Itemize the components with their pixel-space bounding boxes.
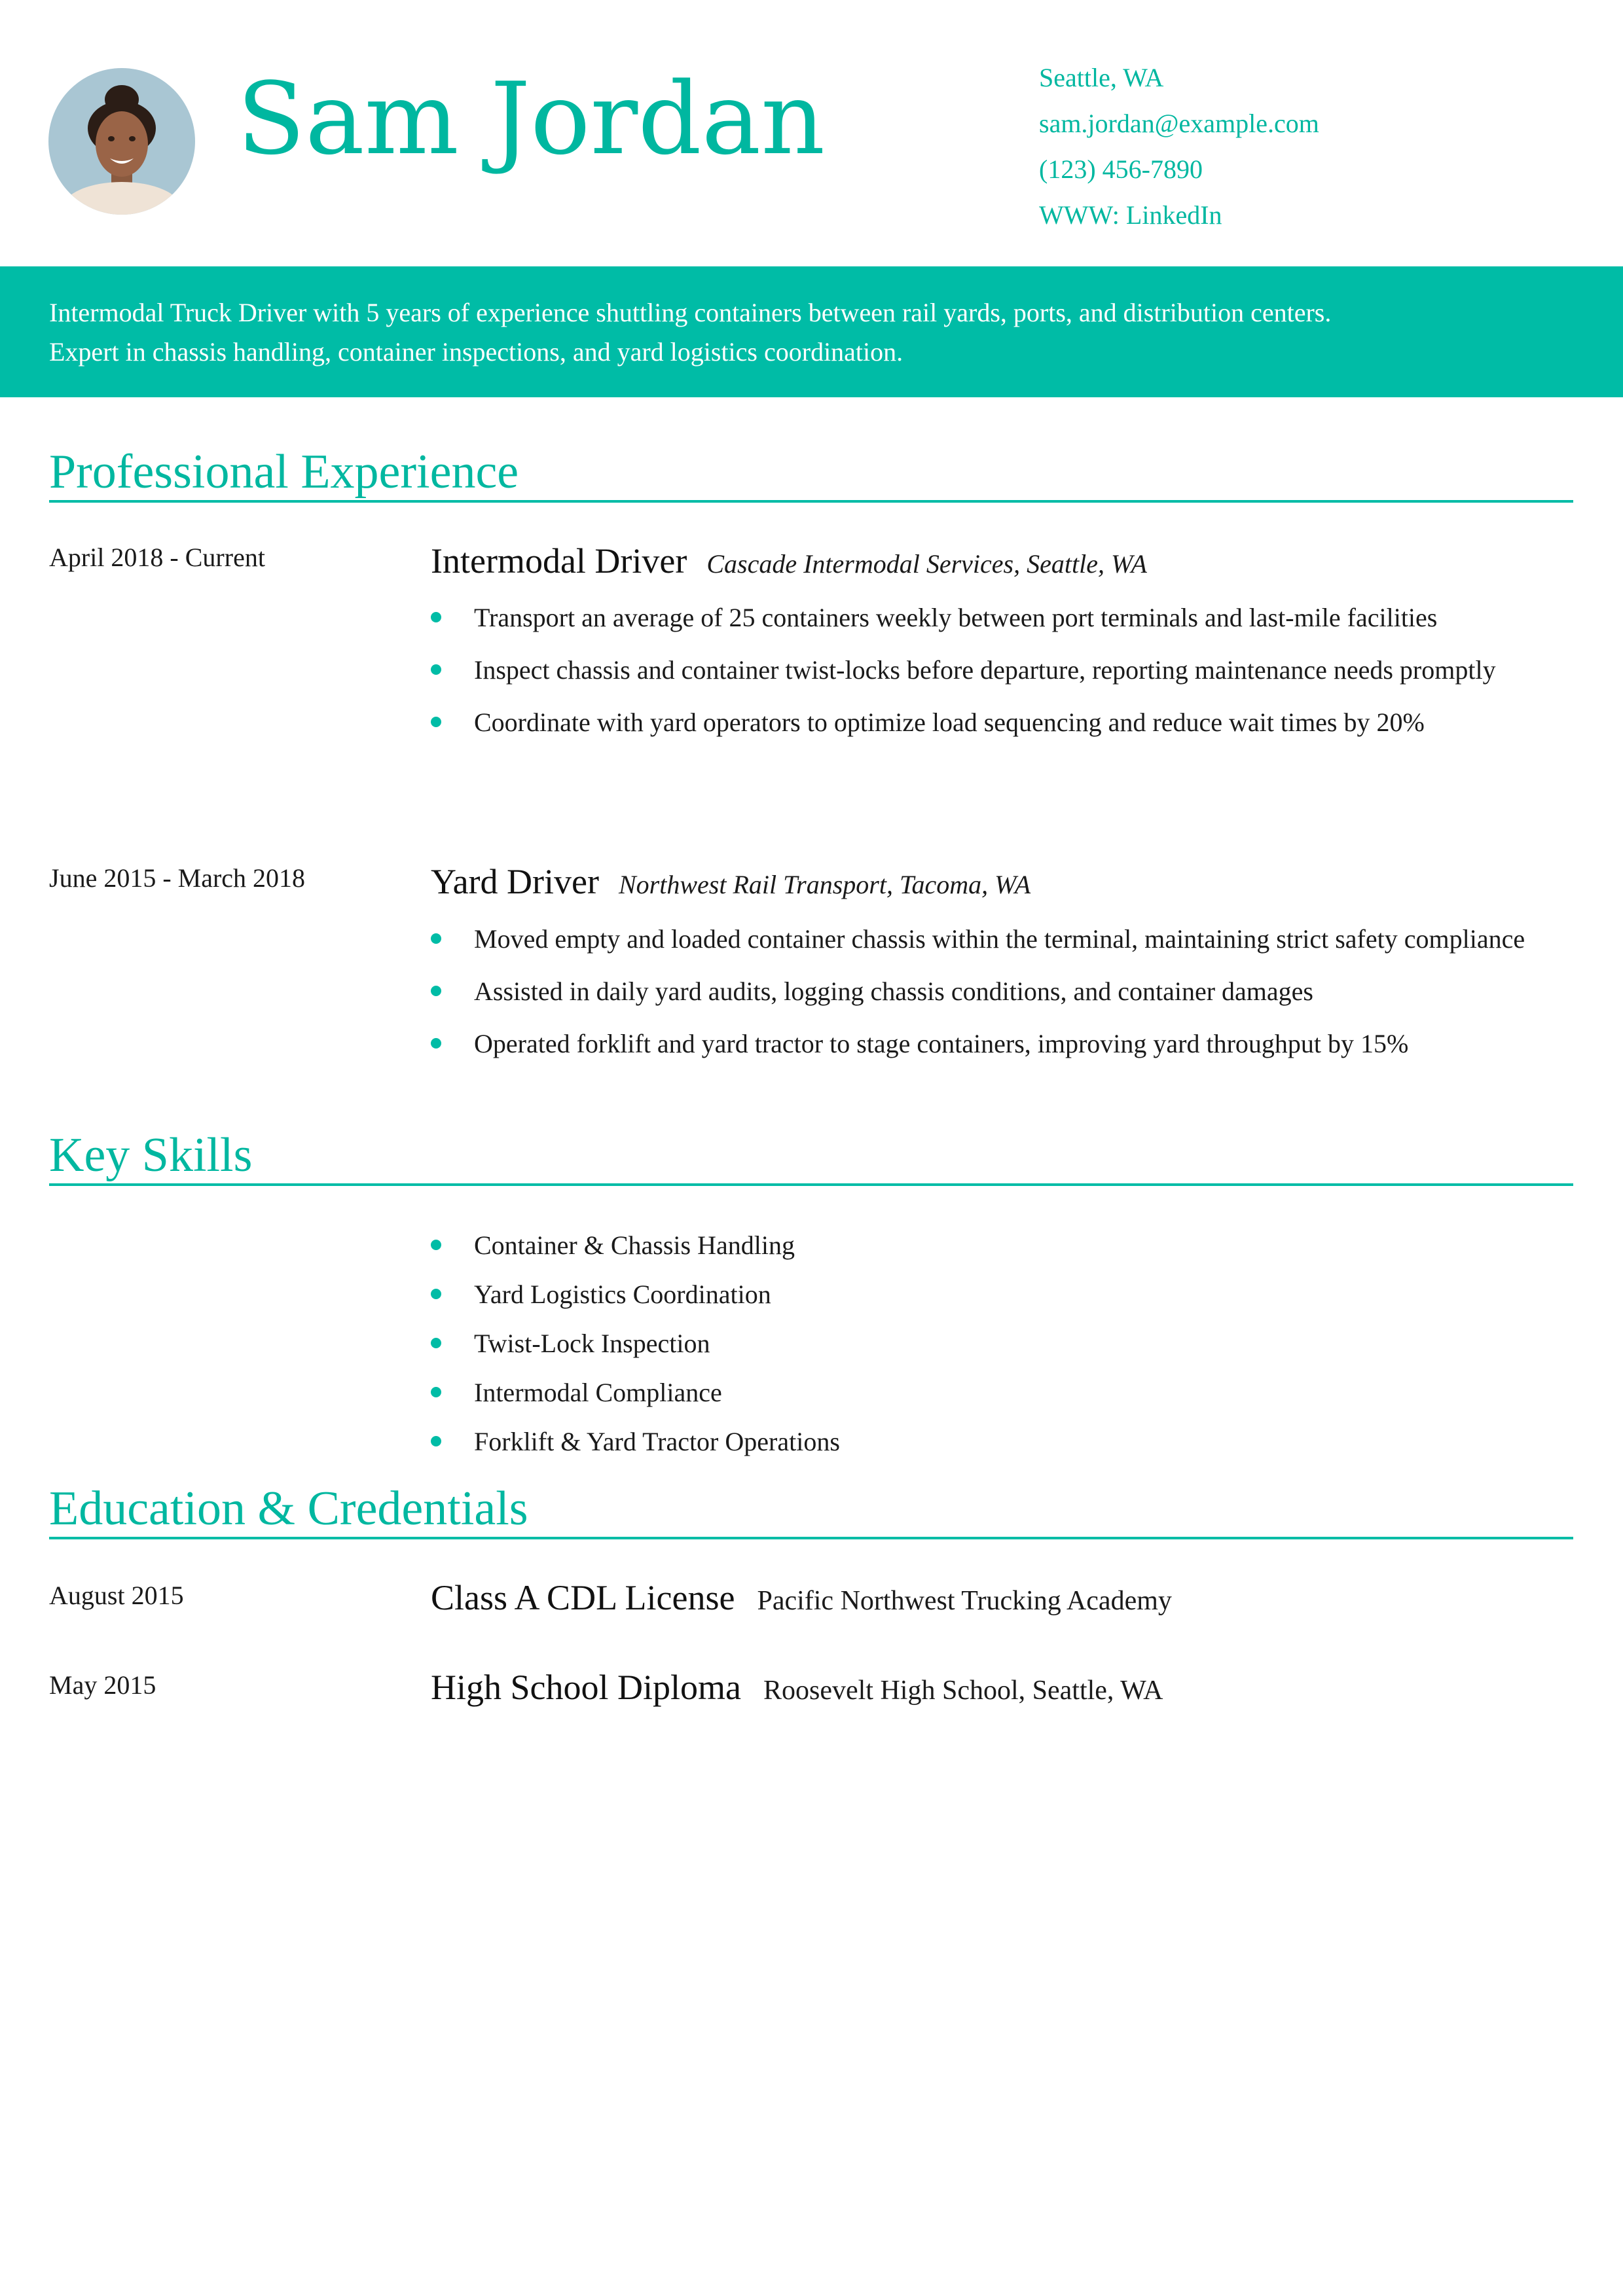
contact-info: Seattle, WA sam.jordan@example.com (123)… [1039,55,1319,238]
profile-photo [48,68,195,215]
list-item: Moved empty and loaded container chassis… [431,920,1577,958]
credential-school: Roosevelt High School, Seattle, WA [763,1676,1163,1706]
skill-item: Yard Logistics Coordination [431,1270,840,1319]
bullet-dot-icon [431,612,441,622]
list-item: Assisted in daily yard audits, logging c… [431,973,1577,1011]
bullet-dot-icon [431,1289,441,1299]
bullet-dot-icon [431,1038,441,1049]
section-divider [49,500,1573,503]
education-entry: High School Diploma Roosevelt High School… [431,1670,1163,1705]
skill-text: Yard Logistics Coordination [474,1280,771,1309]
skill-item: Intermodal Compliance [431,1368,840,1417]
contact-linkedin[interactable]: WWW: LinkedIn [1039,200,1222,230]
job-bullets: Moved empty and loaded container chassis… [431,920,1577,1063]
bullet-text: Assisted in daily yard audits, logging c… [474,977,1313,1006]
section-title-experience: Professional Experience [49,445,519,499]
education-date: August 2015 [49,1581,184,1610]
skill-item: Forklift & Yard Tractor Operations [431,1417,840,1466]
list-item: Coordinate with yard operators to optimi… [431,704,1577,742]
candidate-name: Sam Jordan [237,61,826,177]
list-item: Inspect chassis and container twist-lock… [431,651,1577,689]
job-dates: June 2015 - March 2018 [49,863,306,893]
bullet-dot-icon [431,986,441,996]
skill-text: Container & Chassis Handling [474,1230,795,1260]
bullet-dot-icon [431,933,441,944]
list-item: Transport an average of 25 containers we… [431,599,1577,637]
skill-item: Container & Chassis Handling [431,1221,840,1270]
contact-phone[interactable]: (123) 456-7890 [1039,154,1203,184]
summary-band [0,266,1623,397]
bullet-text: Operated forklift and yard tractor to st… [474,1029,1409,1058]
list-item: Operated forklift and yard tractor to st… [431,1025,1577,1063]
skill-item: Twist-Lock Inspection [431,1319,840,1368]
bullet-text: Transport an average of 25 containers we… [474,603,1438,632]
bullet-dot-icon [431,1436,441,1446]
bullet-dot-icon [431,664,441,675]
section-title-education: Education & Credentials [49,1482,528,1535]
bullet-dot-icon [431,1387,441,1397]
section-divider [49,1537,1573,1539]
bullet-text: Inspect chassis and container twist-lock… [474,655,1496,685]
skills-list: Container & Chassis Handling Yard Logist… [431,1221,840,1466]
skill-text: Intermodal Compliance [474,1378,722,1407]
avatar-portrait-icon [48,68,195,215]
summary-line-2: Expert in chassis handling, container in… [49,337,903,367]
section-divider [49,1183,1573,1186]
contact-location: Seattle, WA [1039,63,1164,92]
job-header: Intermodal Driver Cascade Intermodal Serv… [431,543,1147,579]
contact-email[interactable]: sam.jordan@example.com [1039,109,1319,138]
job-title: Intermodal Driver [431,541,687,581]
job-title: Yard Driver [431,862,599,901]
section-title-skills: Key Skills [49,1128,253,1182]
summary-text: Intermodal Truck Driver with 5 years of … [49,293,1594,372]
credential-school: Pacific Northwest Trucking Academy [757,1586,1172,1616]
skill-text: Twist-Lock Inspection [474,1329,710,1358]
credential-title: Class A CDL License [431,1578,735,1617]
job-dates: April 2018 - Current [49,543,265,572]
credential-title: High School Diploma [431,1668,741,1707]
bullet-dot-icon [431,1338,441,1348]
job-employer: Northwest Rail Transport, Tacoma, WA [618,870,1031,899]
summary-line-1: Intermodal Truck Driver with 5 years of … [49,298,1332,327]
job-employer: Cascade Intermodal Services, Seattle, WA [706,549,1147,579]
bullet-text: Coordinate with yard operators to optimi… [474,708,1425,737]
job-header: Yard Driver Northwest Rail Transport, Tac… [431,864,1030,899]
education-entry: Class A CDL License Pacific Northwest Tru… [431,1580,1172,1615]
bullet-dot-icon [431,717,441,727]
bullet-dot-icon [431,1240,441,1250]
skill-text: Forklift & Yard Tractor Operations [474,1427,840,1456]
job-bullets: Transport an average of 25 containers we… [431,599,1577,742]
education-date: May 2015 [49,1670,156,1700]
bullet-text: Moved empty and loaded container chassis… [474,924,1525,954]
